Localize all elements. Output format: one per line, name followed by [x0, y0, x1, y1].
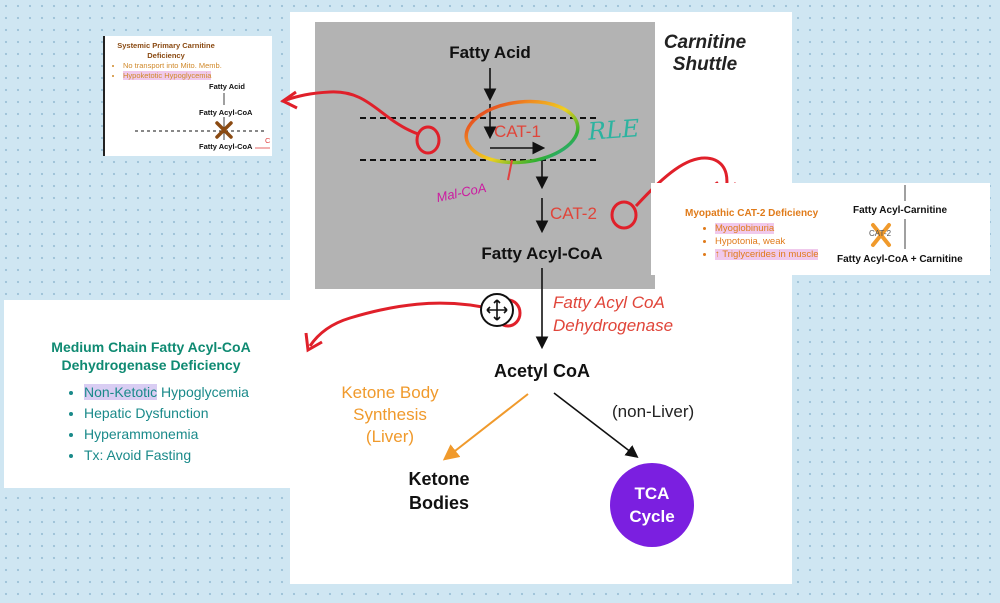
thumb2-bullet-3-text: ↑ Triglycerides in muscle — [715, 249, 819, 260]
thumbnail-cat2-deficiency: Myopathic CAT-2 Deficiency Myoglobinuria… — [651, 183, 990, 275]
move-icon-glyph — [486, 299, 508, 321]
thumb3-bullets: Non-Ketotic Hypoglycemia Hepatic Dysfunc… — [66, 382, 249, 466]
enzyme-line-2: Dehydrogenase — [553, 316, 674, 335]
label-cat1: CAT-1 — [494, 122, 541, 141]
tca-line-1: TCA — [634, 484, 670, 503]
annotation-curve-left — [285, 90, 419, 136]
title-line-2: Shuttle — [672, 54, 738, 75]
non-liver-label: (non-Liver) — [612, 402, 695, 421]
node-ketone-bodies: Ketone Bodies — [394, 467, 484, 515]
thumb2-top: Fatty Acyl-Carnitine — [853, 205, 948, 216]
annotation-circle-cat1 — [415, 125, 441, 155]
carnitine-shuttle-title: Carnitine Shuttle — [655, 32, 755, 76]
arrow-to-ketone-bodies — [442, 393, 529, 461]
annotation-circle-cat2 — [610, 200, 638, 230]
thumb3-bullet-3: Hyperammonemia — [84, 424, 249, 445]
thumb2-bullet-2: Hypotonia, weak — [715, 235, 818, 248]
node-acetyl-coa: Acetyl CoA — [493, 361, 591, 381]
node-fatty-acyl-coa: Fatty Acyl-CoA — [481, 244, 603, 263]
enzyme-label: Fatty Acyl CoA Dehydrogenase — [553, 291, 673, 337]
annotation-arrowhead-left — [280, 90, 298, 110]
thumb2-bullet-1: Myoglobinuria — [715, 222, 818, 235]
thumb1-fatty-acid: Fatty Acid — [209, 82, 245, 91]
ketone-synth-line-1: Ketone Body — [341, 383, 439, 402]
thumb3-bullet-1-highlight: Non-Ketotic — [84, 384, 158, 400]
thumb1-title-line-2: Deficiency — [147, 51, 185, 60]
thumb1-bullets: No transport into Mito. Memb. Hypoketoti… — [111, 61, 273, 81]
ketone-synthesis-label: Ketone Body Synthesis (Liver) — [330, 382, 450, 448]
cross-icon — [215, 121, 233, 139]
cross-icon — [871, 223, 891, 247]
tca-cycle-circle — [610, 463, 694, 547]
thumb1-cut-label: C — [265, 136, 271, 145]
thumb3-bullet-4: Tx: Avoid Fasting — [84, 445, 249, 466]
thumb1-title: Systemic Primary Carnitine Deficiency — [111, 41, 221, 61]
thumb3-bullet-1-rest: Hypoglycemia — [157, 384, 249, 400]
thumb1-title-line-1: Systemic Primary Carnitine — [117, 41, 215, 50]
annotation-curve-bottom — [308, 301, 497, 347]
thumb3-bullet-1: Non-Ketotic Hypoglycemia — [84, 382, 249, 403]
thumb1-bullet-1: No transport into Mito. Memb. — [123, 61, 273, 71]
thumb2-bullet-3: ↑ Triglycerides in muscle — [715, 248, 819, 261]
inhibition-mark — [507, 159, 513, 181]
thumbnail-primary-carnitine-deficiency: Systemic Primary Carnitine Deficiency No… — [103, 36, 272, 156]
tca-line-2: Cycle — [629, 507, 675, 526]
ketone-bodies-line-1: Ketone — [408, 469, 470, 489]
cat1-highlight-oval — [464, 99, 580, 165]
enzyme-line-1: Fatty Acyl CoA — [553, 293, 665, 312]
thumb2-title: Myopathic CAT-2 Deficiency — [685, 208, 819, 219]
thumb3-title-line-2: Dehydrogenase Deficiency — [61, 357, 241, 373]
thumb2-bullets: Myoglobinuria Hypotonia, weak ↑ Triglyce… — [703, 222, 819, 261]
thumb2-bottom: Fatty Acyl-CoA + Carnitine — [837, 254, 963, 265]
annotation-rle: RLE — [587, 114, 641, 146]
thumb3-title: Medium Chain Fatty Acyl-CoA Dehydrogenas… — [26, 338, 276, 374]
node-tca-cycle: TCA Cycle — [612, 482, 692, 528]
thumb1-bullet-2: Hypoketotic Hypoglycemia — [123, 71, 273, 81]
thumb1-bullet-2-text: Hypoketotic Hypoglycemia — [123, 71, 212, 80]
move-icon[interactable] — [480, 293, 514, 327]
thumb2-bullet-1-text: Myoglobinuria — [715, 223, 775, 234]
label-cat2: CAT-2 — [550, 204, 597, 223]
ketone-synth-line-2: Synthesis — [353, 405, 427, 424]
thumb1-fatty-acyl-coa-2: Fatty Acyl-CoA — [199, 142, 253, 151]
ketone-synth-line-3: (Liver) — [365, 427, 415, 446]
thumb1-diagram — [135, 93, 270, 149]
thumb2-cat2: CAT-2 — [869, 229, 892, 238]
thumb3-title-line-1: Medium Chain Fatty Acyl-CoA — [51, 339, 251, 355]
annotation-arrowhead-bottom — [304, 332, 323, 353]
arrow-to-tca — [553, 392, 639, 458]
thumb3-bullet-2: Hepatic Dysfunction — [84, 403, 249, 424]
node-fatty-acid: Fatty Acid — [449, 43, 531, 62]
thumb2-diagram — [871, 185, 906, 249]
thumbnail-mcad-deficiency: Medium Chain Fatty Acyl-CoA Dehydrogenas… — [4, 300, 292, 488]
ketone-bodies-line-2: Bodies — [408, 493, 469, 513]
thumb1-fatty-acyl-coa-1: Fatty Acyl-CoA — [199, 108, 253, 117]
title-line-1: Carnitine — [663, 32, 747, 53]
